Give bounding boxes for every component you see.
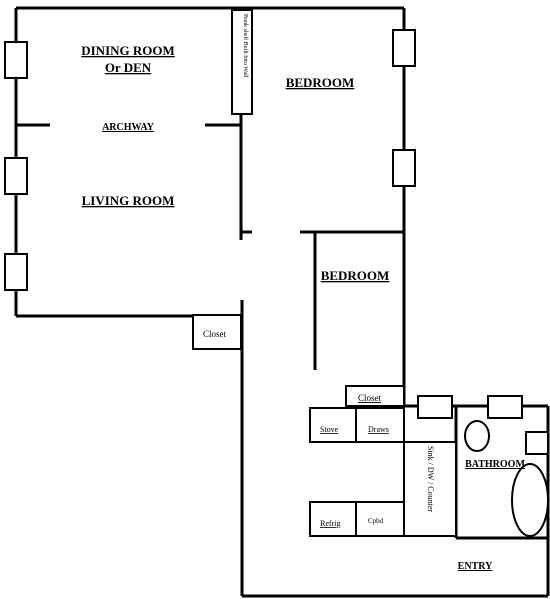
drawers-label: Draws <box>368 425 389 434</box>
window <box>392 29 416 67</box>
stove-label: Stove <box>320 425 339 434</box>
drawers <box>355 407 405 443</box>
windows <box>4 29 523 419</box>
archway-label: ARCHWAY <box>102 122 155 133</box>
window <box>417 395 453 419</box>
closet-small-label: Closet <box>203 329 227 339</box>
living-room-label: LIVING ROOM <box>82 193 175 208</box>
dining-room-label: DINING ROOM <box>81 43 175 58</box>
sink <box>464 420 490 452</box>
bathroom-label: BATHROOM <box>465 459 525 470</box>
sink-counter <box>403 441 457 537</box>
bedroom-1-label: BEDROOM <box>286 75 355 90</box>
closet-hall <box>345 385 405 407</box>
window <box>392 149 416 187</box>
window <box>4 157 28 195</box>
closet-small <box>192 314 242 350</box>
bookshelf-label: Book shelf Built Into Wall <box>242 14 249 78</box>
stove <box>309 407 357 443</box>
bedroom-2-label: BEDROOM <box>321 268 390 283</box>
closet-hall-label: Closet <box>358 393 382 403</box>
cupboard-label: Cpbd <box>368 517 384 525</box>
kitchen <box>309 407 457 537</box>
toilet <box>525 431 549 455</box>
bathroom-fixtures <box>464 420 549 537</box>
window <box>487 395 523 419</box>
dining-room-label-2: Or DEN <box>105 60 152 75</box>
refrig-label: Refrig <box>320 519 340 528</box>
entry-label: ENTRY <box>458 561 493 572</box>
walls <box>14 6 550 598</box>
window <box>4 253 28 291</box>
tub <box>511 463 549 537</box>
bookshelf <box>231 9 253 115</box>
sink-counter-label: Sink / DW / Counter <box>426 446 435 512</box>
cupboard <box>355 501 405 537</box>
window <box>4 41 28 79</box>
